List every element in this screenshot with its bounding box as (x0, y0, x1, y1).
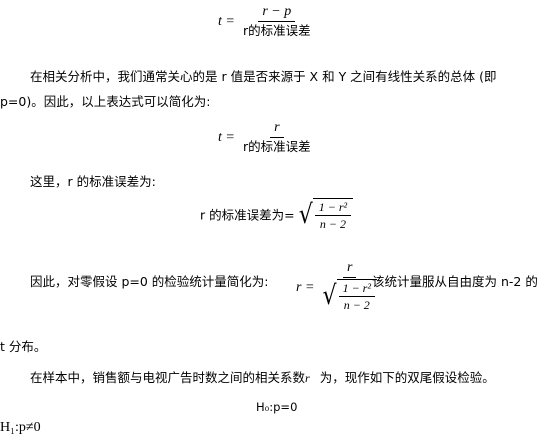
paragraph-line: 在相关分析中，我们通常关心的是 r 值是否来源于 X 和 Y 之间有线性关系的总… (30, 69, 497, 84)
null-hypothesis: H₀:p=0 (256, 400, 298, 414)
radicand: 1 − r² n − 2 (312, 198, 354, 234)
correlation-symbol: r (305, 371, 310, 385)
fraction-numerator: r (343, 260, 357, 278)
fraction-denominator: √ 1 − r² n − 2 (319, 278, 381, 315)
paragraph-line: 因此，对零假设 p=0 的检验统计量简化为: (30, 274, 269, 289)
fraction-denominator: r的标准误差 (242, 139, 311, 154)
paragraph-line: p=0)。因此，以上表达式可以简化为: (0, 94, 211, 109)
formula-lhs: r 的标准误差为= (200, 207, 295, 223)
formula-lhs: t = (218, 130, 235, 145)
alternative-hypothesis: H₁:p≠0 (0, 420, 41, 435)
fraction-numerator: 1 − r² (314, 200, 352, 216)
fraction-denominator: r的标准误差 (242, 23, 311, 38)
radical-sign: √ (298, 200, 313, 231)
formula-t-general: t = r − p r的标准误差 (218, 4, 315, 39)
radicand: 1 − r² n − 2 (336, 279, 377, 315)
paragraph-line: 该统计量服从自由度为 n-2 的 (372, 274, 538, 289)
square-root: √ 1 − r² n − 2 (299, 198, 354, 234)
formula-standard-error: r 的标准误差为= √ 1 − r² n − 2 (200, 198, 354, 234)
fraction-numerator: 1 − r² (338, 281, 375, 297)
radical-sign: √ (322, 281, 337, 312)
formula-lhs: t = (218, 14, 235, 29)
formula-lhs: r = (296, 280, 315, 295)
paragraph-text: 在样本中，销售额与电视广告时数之间的相关系数 (30, 370, 306, 385)
fraction-denominator: n − 2 (343, 298, 370, 312)
square-root: √ 1 − r² n − 2 (323, 279, 377, 315)
paragraph-line: 在样本中，销售额与电视广告时数之间的相关系数r 为，现作如下的双尾假设检验。 (30, 367, 495, 386)
paragraph-text: 为，现作如下的双尾假设检验。 (319, 370, 495, 385)
formula-test-statistic: r = r √ 1 − r² n − 2 (296, 260, 381, 315)
fraction: 1 − r² n − 2 (314, 200, 352, 231)
paragraph-line: 这里，r 的标准误差为: (30, 174, 156, 189)
formula-t-simplified: t = r r的标准误差 (218, 120, 315, 155)
fraction: r − p r的标准误差 (239, 4, 315, 39)
fraction: 1 − r² n − 2 (338, 281, 375, 312)
fraction-numerator: r (270, 120, 284, 138)
paragraph-line: t 分布。 (0, 339, 47, 354)
fraction-denominator: n − 2 (319, 217, 346, 231)
fraction-numerator: r − p (258, 4, 296, 22)
fraction: r √ 1 − r² n − 2 (319, 260, 381, 315)
fraction: r r的标准误差 (239, 120, 315, 155)
